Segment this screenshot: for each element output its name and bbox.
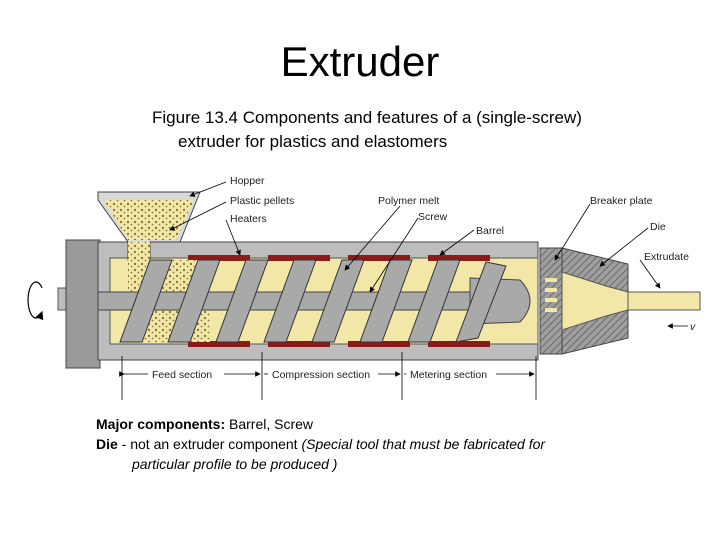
major-components-label: Major components:	[96, 416, 226, 432]
die-note-italic-2: particular profile to be produced )	[132, 456, 338, 472]
extruder-diagram: Hopper Plastic pellets Heaters Polymer m…	[27, 175, 701, 400]
die-note-italic: (Special tool that must be fabricated fo…	[301, 436, 546, 452]
label-velocity: v	[690, 321, 696, 333]
label-screw: Screw	[418, 211, 448, 223]
major-components-line: Major components: Barrel, Screw	[96, 414, 696, 434]
notes: Major components: Barrel, Screw Die - no…	[96, 414, 696, 474]
drive-shaft	[27, 239, 101, 369]
section-dimensions	[119, 352, 537, 400]
die-note-line: Die - not an extruder component (Special…	[96, 434, 696, 474]
screw	[97, 259, 531, 343]
label-metering-section: Metering section	[410, 369, 487, 381]
extrudate	[627, 291, 701, 311]
major-components-text: Barrel, Screw	[225, 416, 314, 432]
label-hopper: Hopper	[230, 175, 265, 187]
die-note-text: - not an extruder component	[117, 436, 302, 452]
label-polymer-melt: Polymer melt	[378, 195, 439, 207]
page-title: Extruder	[280, 38, 440, 85]
label-extrudate: Extrudate	[644, 251, 689, 263]
label-barrel: Barrel	[476, 225, 504, 237]
label-plastic-pellets: Plastic pellets	[230, 195, 294, 207]
breaker-plate	[539, 247, 563, 355]
die	[561, 247, 629, 355]
caption-line-2: extruder for plastics and elastomers	[178, 132, 448, 151]
label-die: Die	[650, 221, 666, 233]
label-breaker-plate: Breaker plate	[590, 195, 653, 207]
label-feed-section: Feed section	[152, 369, 212, 381]
figure-caption: Figure 13.4 Components and features of a…	[152, 106, 672, 154]
die-note-label: Die	[96, 436, 118, 452]
caption-line-1: Figure 13.4 Components and features of a…	[152, 108, 582, 127]
heaters	[188, 255, 490, 347]
label-heaters: Heaters	[230, 213, 267, 225]
rotation-arrow-icon	[27, 281, 44, 321]
label-compression-section: Compression section	[272, 369, 370, 381]
